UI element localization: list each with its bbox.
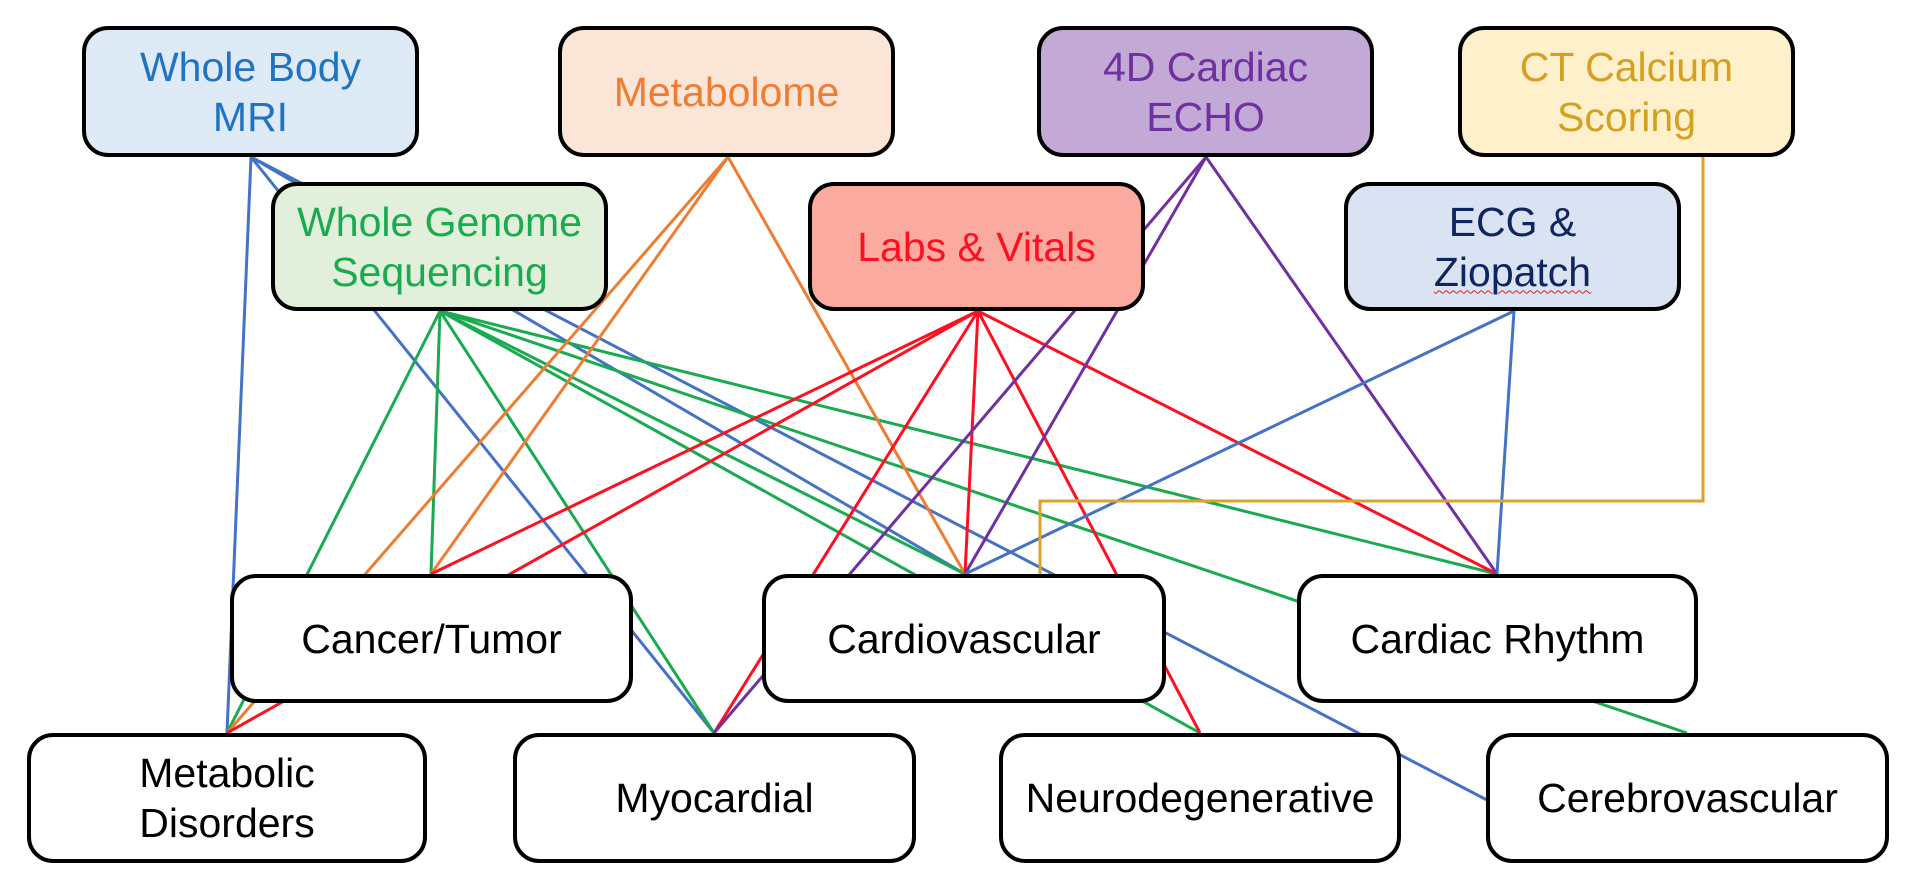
node-label-line: Neurodegenerative: [1025, 775, 1375, 821]
target-node-cerebrovascular[interactable]: Cerebrovascular: [1486, 733, 1889, 863]
node-label-line: Ziopatch: [1433, 248, 1592, 295]
node-label-line: Myocardial: [615, 775, 814, 821]
edge-metabolome-cardio: [726, 156, 967, 575]
node-label-line: Cancer/Tumor: [301, 615, 562, 662]
source-node-metabolome[interactable]: Metabolome: [558, 26, 895, 157]
edge-ct-cardio: [1038, 157, 1705, 574]
node-label-line: Whole Body: [139, 43, 362, 90]
edge-wgs-cancer: [429, 310, 442, 575]
node-label-line: ECHO: [1146, 93, 1265, 140]
target-node-cardiovascular[interactable]: Cardiovascular: [762, 574, 1166, 703]
edge-labs-cancer: [430, 309, 979, 576]
edge-ecg-cardio: [964, 309, 1515, 576]
node-label-line: Metabolome: [613, 68, 840, 115]
edge-wgs-rhythm: [439, 309, 1498, 576]
node-label-line: Whole Genome: [297, 198, 582, 245]
target-node-neurodegenerative[interactable]: Neurodegenerative: [999, 733, 1401, 863]
node-label-line: MRI: [212, 93, 289, 140]
node-label-line: Metabolic: [139, 750, 315, 796]
edge-labs-myo: [712, 310, 980, 734]
target-node-cancer-tumor[interactable]: Cancer/Tumor: [230, 574, 633, 703]
edge-ecg-rhythm: [1495, 310, 1516, 575]
source-node-ecg-ziopatch[interactable]: ECG &Ziopatch: [1344, 182, 1681, 311]
node-label-line: Cardiovascular: [827, 615, 1101, 662]
node-label-line: ECG &: [1448, 198, 1577, 245]
node-label-line: Cardiac Rhythm: [1350, 615, 1645, 662]
target-node-cardiac-rhythm[interactable]: Cardiac Rhythm: [1297, 574, 1698, 703]
node-label-line: Disorders: [139, 800, 315, 846]
edge-echo-cardio: [963, 156, 1208, 575]
node-label-line: Cerebrovascular: [1537, 775, 1838, 821]
source-node-labs-vitals[interactable]: Labs & Vitals: [808, 182, 1145, 311]
node-label-line: 4D Cardiac: [1102, 43, 1309, 90]
node-label-line: Scoring: [1556, 93, 1696, 140]
edge-labs-cardio: [963, 310, 980, 575]
edge-wgs-myo: [438, 310, 716, 734]
edge-echo-rhythm: [1204, 156, 1499, 575]
edge-metabolome-cancer: [429, 156, 730, 575]
target-node-myocardial[interactable]: Myocardial: [513, 733, 916, 863]
node-label-line: CT Calcium: [1519, 43, 1734, 90]
node-label-line: Sequencing: [331, 248, 548, 295]
node-label-line: Labs & Vitals: [857, 223, 1096, 270]
